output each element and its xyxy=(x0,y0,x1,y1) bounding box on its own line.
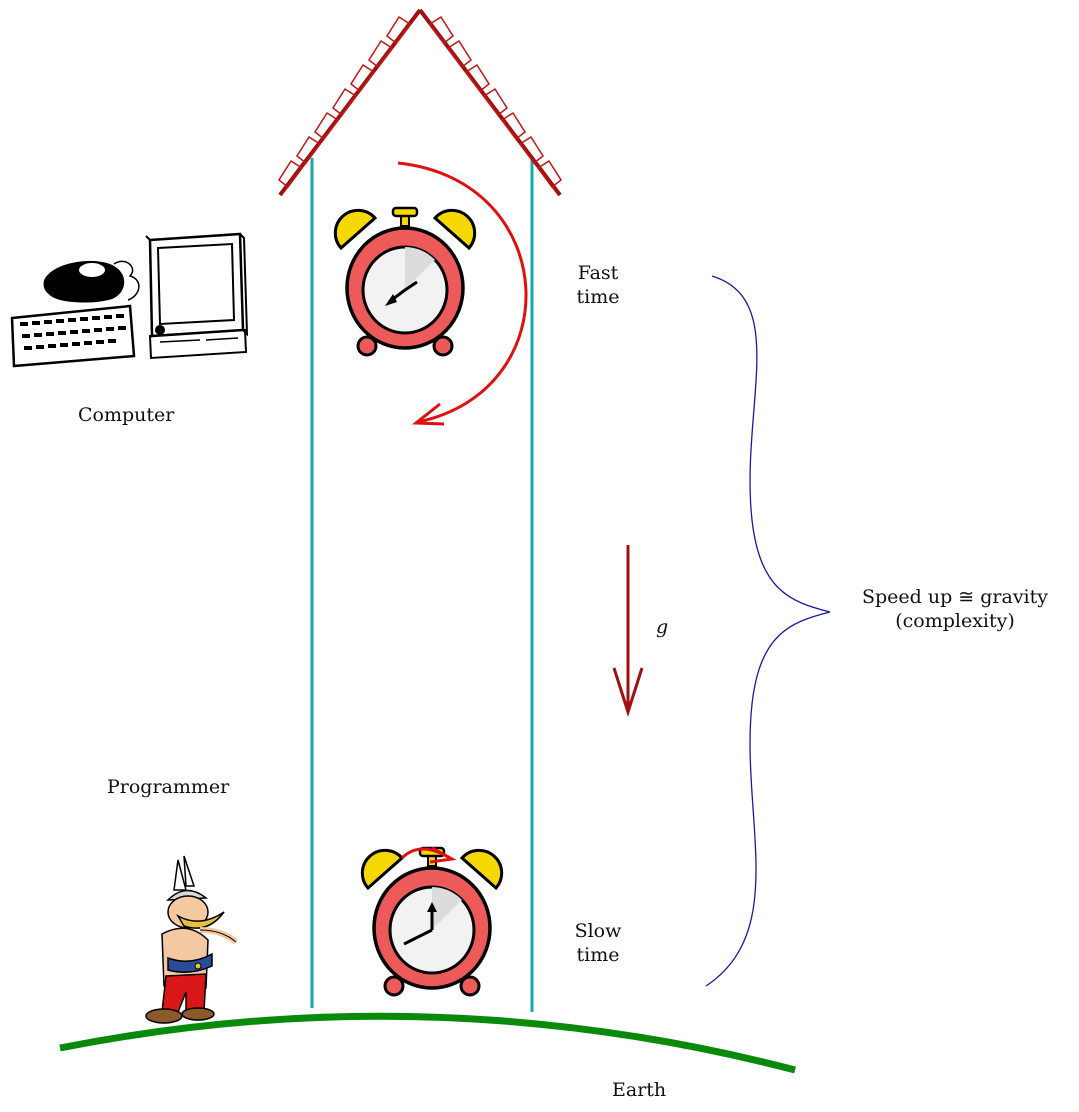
gravity-arrow xyxy=(612,545,644,717)
alarm-clock-icon xyxy=(360,846,504,997)
slow-rotation-arrow xyxy=(400,846,457,864)
fast-time-line-2: time xyxy=(576,286,620,308)
earth-surface xyxy=(59,1012,796,1074)
curly-brace xyxy=(705,275,831,987)
slow-time-label: Slow time xyxy=(566,919,630,967)
tower-roof xyxy=(278,8,562,197)
fast-rotation-arrow xyxy=(397,161,528,426)
tower xyxy=(310,158,534,1012)
slow-time-line-1: Slow xyxy=(574,920,622,942)
speedup-label: Speed up ≅ gravity (complexity) xyxy=(845,585,1065,633)
earth-label: Earth xyxy=(612,1079,667,1101)
fast-time-line-1: Fast xyxy=(577,262,619,284)
speedup-line-2: (complexity) xyxy=(895,610,1015,632)
speedup-line-1: Speed up ≅ gravity xyxy=(861,586,1049,608)
alarm-clock-icon xyxy=(333,206,477,357)
computer-label: Computer xyxy=(78,404,175,426)
computer-icon xyxy=(10,232,249,368)
programmer-icon xyxy=(145,855,238,1024)
fast-time-label: Fast time xyxy=(566,261,630,309)
programmer-label: Programmer xyxy=(107,776,230,798)
slow-time-line-2: time xyxy=(576,944,620,966)
gravity-symbol: g xyxy=(656,616,669,638)
